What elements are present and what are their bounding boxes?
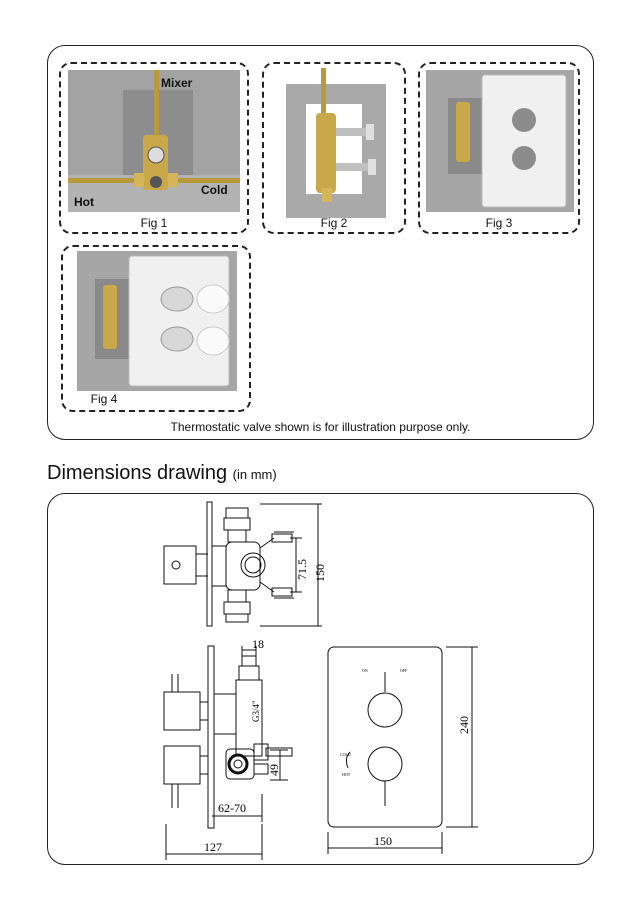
dimensions-title: Dimensions drawing [47, 462, 228, 484]
thread-g3-4: G3/4" [251, 700, 261, 722]
dim-18: 18 [252, 637, 264, 651]
section-view [163, 645, 293, 829]
dim-150-side: 150 [313, 564, 327, 582]
dim-71-5: 71.5 [295, 559, 309, 580]
mixer-pipes-illustration [68, 70, 240, 212]
cold-label: Cold [201, 183, 228, 197]
illustration-note: Thermostatic valve shown is for illustra… [170, 420, 471, 434]
fig-1-photo: Mixer Hot Cold [68, 70, 240, 212]
figure-3: Fig 3 [418, 62, 580, 234]
dim-127: 127 [204, 840, 222, 854]
installation-panel: Mixer Hot Cold Fig 1 Fig 2 [47, 45, 594, 440]
dim-150-front: 150 [374, 834, 392, 848]
on-label: ON [362, 668, 368, 673]
cover-plate-illustration [426, 70, 574, 212]
hot-label: HOT [342, 772, 351, 777]
side-view [163, 501, 294, 627]
dimensions-panel: 71.5 150 18 G3/4" 49 62-70 127 ON OFF CO… [47, 493, 594, 865]
dimensions-unit: (in mm) [232, 467, 277, 482]
cold-label: COLD [340, 752, 351, 757]
front-view [327, 646, 443, 828]
fig-2-caption: Fig 2 [320, 216, 348, 230]
dimensions-heading: Dimensions drawing (in mm) [47, 462, 277, 485]
figure-2: Fig 2 [262, 62, 406, 234]
fig-1-caption: Fig 1 [140, 216, 168, 230]
off-label: OFF [400, 668, 408, 673]
fig-2-photo [286, 68, 386, 218]
fig-3-photo [426, 70, 574, 212]
figure-1: Mixer Hot Cold Fig 1 [59, 62, 249, 234]
dim-240: 240 [457, 716, 471, 734]
finished-valve-illustration [77, 251, 237, 391]
valve-body-illustration [286, 68, 386, 218]
mixer-label: Mixer [161, 76, 193, 90]
technical-drawing: 71.5 150 18 G3/4" 49 62-70 127 ON OFF CO… [163, 501, 478, 860]
fig-4-caption: Fig 4 [90, 392, 118, 406]
figure-4: Fig 4 [61, 245, 251, 412]
fig-3-caption: Fig 3 [485, 216, 513, 230]
fig-4-photo [77, 251, 237, 391]
hot-label: Hot [74, 195, 94, 209]
dim-49: 49 [267, 764, 281, 776]
dim-62-70: 62-70 [218, 801, 246, 815]
